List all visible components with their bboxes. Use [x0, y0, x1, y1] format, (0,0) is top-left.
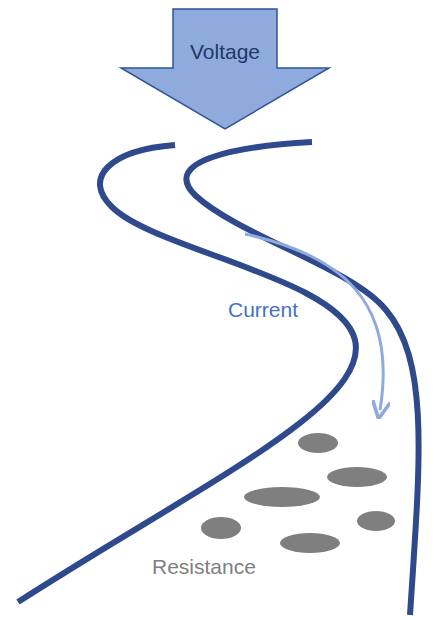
rocks — [201, 433, 395, 553]
node-label: Voltage — [173, 40, 277, 64]
arrow-outline — [121, 9, 329, 129]
river-bank — [18, 145, 356, 602]
rock — [327, 467, 387, 487]
rock — [357, 511, 395, 531]
arrow-shape — [120, 8, 330, 130]
river-bank — [186, 142, 418, 615]
rock — [244, 487, 320, 507]
current-arrow — [245, 234, 383, 410]
flow-label: Current — [228, 298, 298, 322]
rock — [280, 533, 340, 553]
voltage-arrow: Voltage — [120, 8, 330, 130]
rock — [201, 517, 241, 539]
obstacle-label: Resistance — [152, 555, 256, 579]
rock — [298, 433, 338, 453]
